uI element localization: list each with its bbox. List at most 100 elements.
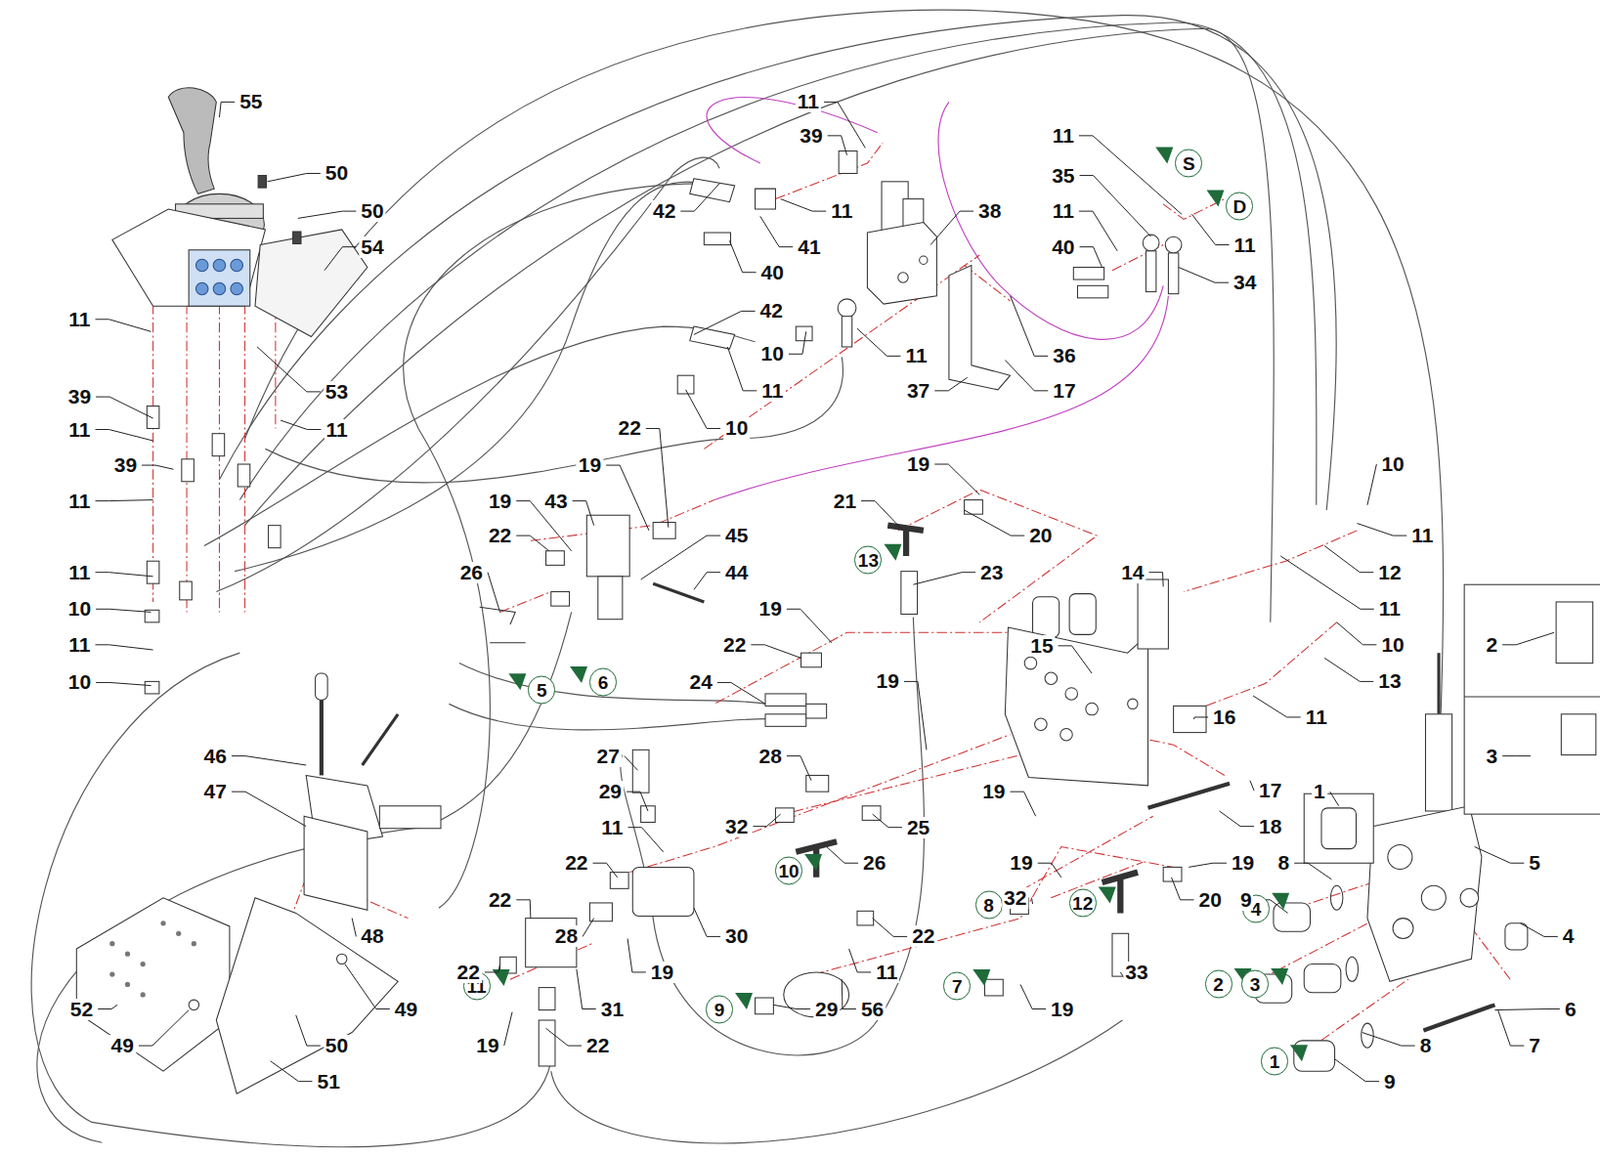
callout-number: 26 bbox=[458, 562, 485, 584]
leader-line bbox=[97, 1004, 118, 1009]
leader-line bbox=[624, 756, 639, 772]
leader-line bbox=[1474, 847, 1525, 865]
callout-number: 8 bbox=[1418, 1035, 1434, 1057]
callout-number: 9 bbox=[1382, 1071, 1398, 1093]
leader-line bbox=[546, 1028, 583, 1046]
callout-number: 11 bbox=[66, 562, 92, 584]
leader-line bbox=[1324, 546, 1374, 573]
leader-line bbox=[516, 900, 531, 919]
callout-number: 55 bbox=[237, 90, 264, 113]
callout-number: 3 bbox=[1483, 745, 1500, 768]
leader-line bbox=[930, 211, 974, 245]
callout-number: 54 bbox=[358, 236, 386, 259]
marker-triangle bbox=[1206, 189, 1224, 207]
callout-number: 28 bbox=[553, 925, 580, 948]
marker-number: 7 bbox=[951, 976, 963, 995]
marker-triangle bbox=[1155, 147, 1173, 165]
callout-number: 11 bbox=[828, 200, 855, 222]
callout-number: 50 bbox=[323, 162, 350, 184]
callout-number: 27 bbox=[595, 745, 622, 768]
leader-line bbox=[231, 756, 306, 766]
callout-number: 17 bbox=[1256, 779, 1284, 802]
leader-line bbox=[1079, 135, 1182, 215]
callout-number: 19 bbox=[1007, 852, 1035, 874]
leader-line bbox=[95, 572, 154, 577]
leader-line bbox=[1280, 556, 1375, 609]
marker-triangle bbox=[569, 666, 588, 684]
callout-number: 25 bbox=[905, 817, 932, 839]
callout-number: 1 bbox=[1311, 780, 1328, 803]
leader-line bbox=[1171, 877, 1195, 901]
leader-line bbox=[1494, 1009, 1559, 1011]
leader-line bbox=[693, 908, 721, 937]
callout-number: 14 bbox=[1119, 562, 1146, 584]
callout-number: 32 bbox=[723, 816, 750, 838]
callout-number: 6 bbox=[1562, 997, 1579, 1020]
callout-number: 43 bbox=[542, 490, 569, 513]
marker-number: 3 bbox=[1250, 975, 1261, 995]
marker-number: 9 bbox=[714, 999, 726, 1019]
callout-number: 32 bbox=[1001, 887, 1029, 909]
leader-line bbox=[1080, 175, 1152, 238]
leader-line bbox=[1079, 211, 1118, 252]
marker-triangle bbox=[1271, 893, 1290, 910]
marker-circle: 1 bbox=[1260, 1046, 1289, 1076]
leader-line bbox=[487, 572, 501, 613]
callout-number: 19 bbox=[486, 490, 514, 513]
marker-number: 12 bbox=[1072, 893, 1093, 912]
callout-number: 39 bbox=[797, 125, 824, 147]
leader-line bbox=[1193, 717, 1209, 720]
marker-triangle bbox=[1098, 886, 1117, 904]
callout-number: 11 bbox=[873, 961, 900, 984]
callout-number: 40 bbox=[759, 261, 786, 284]
marker-number: S bbox=[1182, 154, 1196, 173]
leader-line bbox=[1037, 863, 1062, 878]
callout-number: 10 bbox=[723, 417, 750, 439]
leader-line bbox=[231, 791, 306, 827]
leader-line bbox=[786, 756, 812, 781]
callout-number: 29 bbox=[597, 780, 624, 803]
callout-number: 12 bbox=[1376, 562, 1403, 584]
callout-number: 11 bbox=[323, 418, 349, 440]
marker-circle: 2 bbox=[1205, 970, 1233, 999]
leader-line bbox=[504, 1012, 513, 1046]
leader-line bbox=[1294, 863, 1332, 880]
callout-number: 23 bbox=[978, 562, 1005, 584]
callout-number: 19 bbox=[648, 961, 676, 984]
leader-line bbox=[582, 918, 595, 938]
callout-number: 50 bbox=[358, 200, 386, 222]
callout-number: 30 bbox=[723, 925, 750, 948]
leader-line bbox=[484, 964, 501, 973]
callout-number: 22 bbox=[909, 925, 937, 948]
marker-number: 5 bbox=[536, 680, 548, 699]
callout-number: 11 bbox=[1303, 706, 1330, 729]
callout-number: 45 bbox=[723, 524, 750, 547]
callout-number: 35 bbox=[1049, 165, 1077, 187]
callout-number: 22 bbox=[455, 961, 482, 984]
callout-number: 38 bbox=[976, 200, 1003, 222]
callout-number: 39 bbox=[66, 386, 93, 408]
leader-line bbox=[786, 608, 832, 643]
leader-line bbox=[351, 918, 356, 938]
leader-line bbox=[95, 396, 153, 419]
leader-line bbox=[626, 791, 649, 812]
leader-line bbox=[1191, 214, 1229, 245]
marker-number: D bbox=[1233, 196, 1248, 216]
leader-line bbox=[270, 1061, 313, 1082]
callout-number: 22 bbox=[584, 1035, 611, 1057]
marker-triangle bbox=[972, 969, 991, 987]
callout-number: 11 bbox=[759, 380, 785, 402]
callout-number: 36 bbox=[1050, 345, 1078, 367]
marker-number: 6 bbox=[598, 673, 609, 692]
callout-number: 19 bbox=[980, 780, 1007, 803]
leader-line bbox=[1178, 267, 1229, 284]
callout-number: 11 bbox=[599, 817, 625, 839]
leader-line bbox=[1498, 1010, 1525, 1047]
leader-line bbox=[1010, 791, 1037, 817]
leader-line bbox=[1362, 1033, 1416, 1047]
marker-circle: 8 bbox=[975, 891, 1003, 920]
leader-line bbox=[95, 645, 154, 650]
